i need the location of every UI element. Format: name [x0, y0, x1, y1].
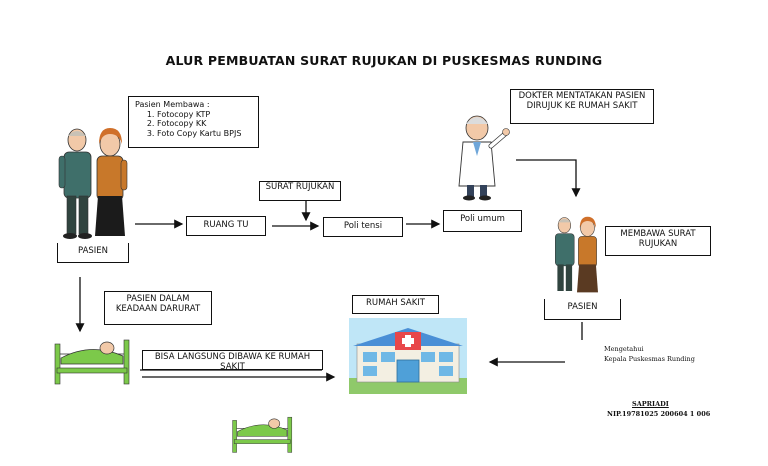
- woman-figure: [95, 128, 128, 236]
- node-membawa-surat: MEMBAWA SURAT RUJUKAN: [605, 226, 711, 256]
- node-poli-tensi: Poli tensi: [323, 217, 403, 237]
- page-title: ALUR PEMBUATAN SURAT RUJUKAN DI PUSKESMA…: [165, 53, 603, 68]
- signature-title: Kepala Puskesmas Runding: [604, 355, 695, 363]
- requirements-box: Pasien Membawa : Fotocopy KTP Fotocopy K…: [128, 96, 259, 148]
- node-pasien-right: PASIEN: [544, 299, 621, 320]
- node-poli-umum: Poli umum: [443, 210, 522, 232]
- patient-bed-illustration: [54, 339, 130, 385]
- requirement-item: Foto Copy Kartu BPJS: [157, 129, 252, 138]
- patient-bed-illustration-bottom: [232, 416, 293, 453]
- doctor-illustration: [458, 115, 510, 201]
- arrow-dokter-to-pasien: [516, 159, 581, 198]
- patient-couple-illustration-right: [555, 216, 598, 293]
- node-dokter: DOKTER MENTATAKAN PASIEN DIRUJUK KE RUMA…: [510, 89, 654, 124]
- patient-couple-illustration: [58, 128, 128, 239]
- node-darurat: PASIEN DALAM KEADAAN DARURAT: [104, 291, 212, 325]
- node-pasien-left: PASIEN: [57, 243, 129, 263]
- node-rumah-sakit: RUMAH SAKIT: [352, 295, 439, 314]
- hospital-illustration: [349, 318, 467, 394]
- requirement-item: Fotocopy KK: [157, 119, 252, 128]
- signature-mengetahui: Mengetahui: [604, 345, 644, 353]
- signature-nip: NIP.19781025 200604 1 006: [607, 410, 711, 418]
- requirements-heading: Pasien Membawa :: [135, 100, 210, 109]
- requirement-item: Fotocopy KTP: [157, 110, 252, 119]
- man-figure: [58, 128, 92, 239]
- node-surat-rujukan: SURAT RUJUKAN: [259, 181, 341, 201]
- node-langsung: BISA LANGSUNG DIBAWA KE RUMAH SAKIT: [142, 350, 323, 370]
- node-ruang-tu: RUANG TU: [186, 216, 266, 236]
- requirements-list: Fotocopy KTP Fotocopy KK Foto Copy Kartu…: [135, 110, 252, 138]
- signature-name: SAPRIADI: [632, 400, 669, 408]
